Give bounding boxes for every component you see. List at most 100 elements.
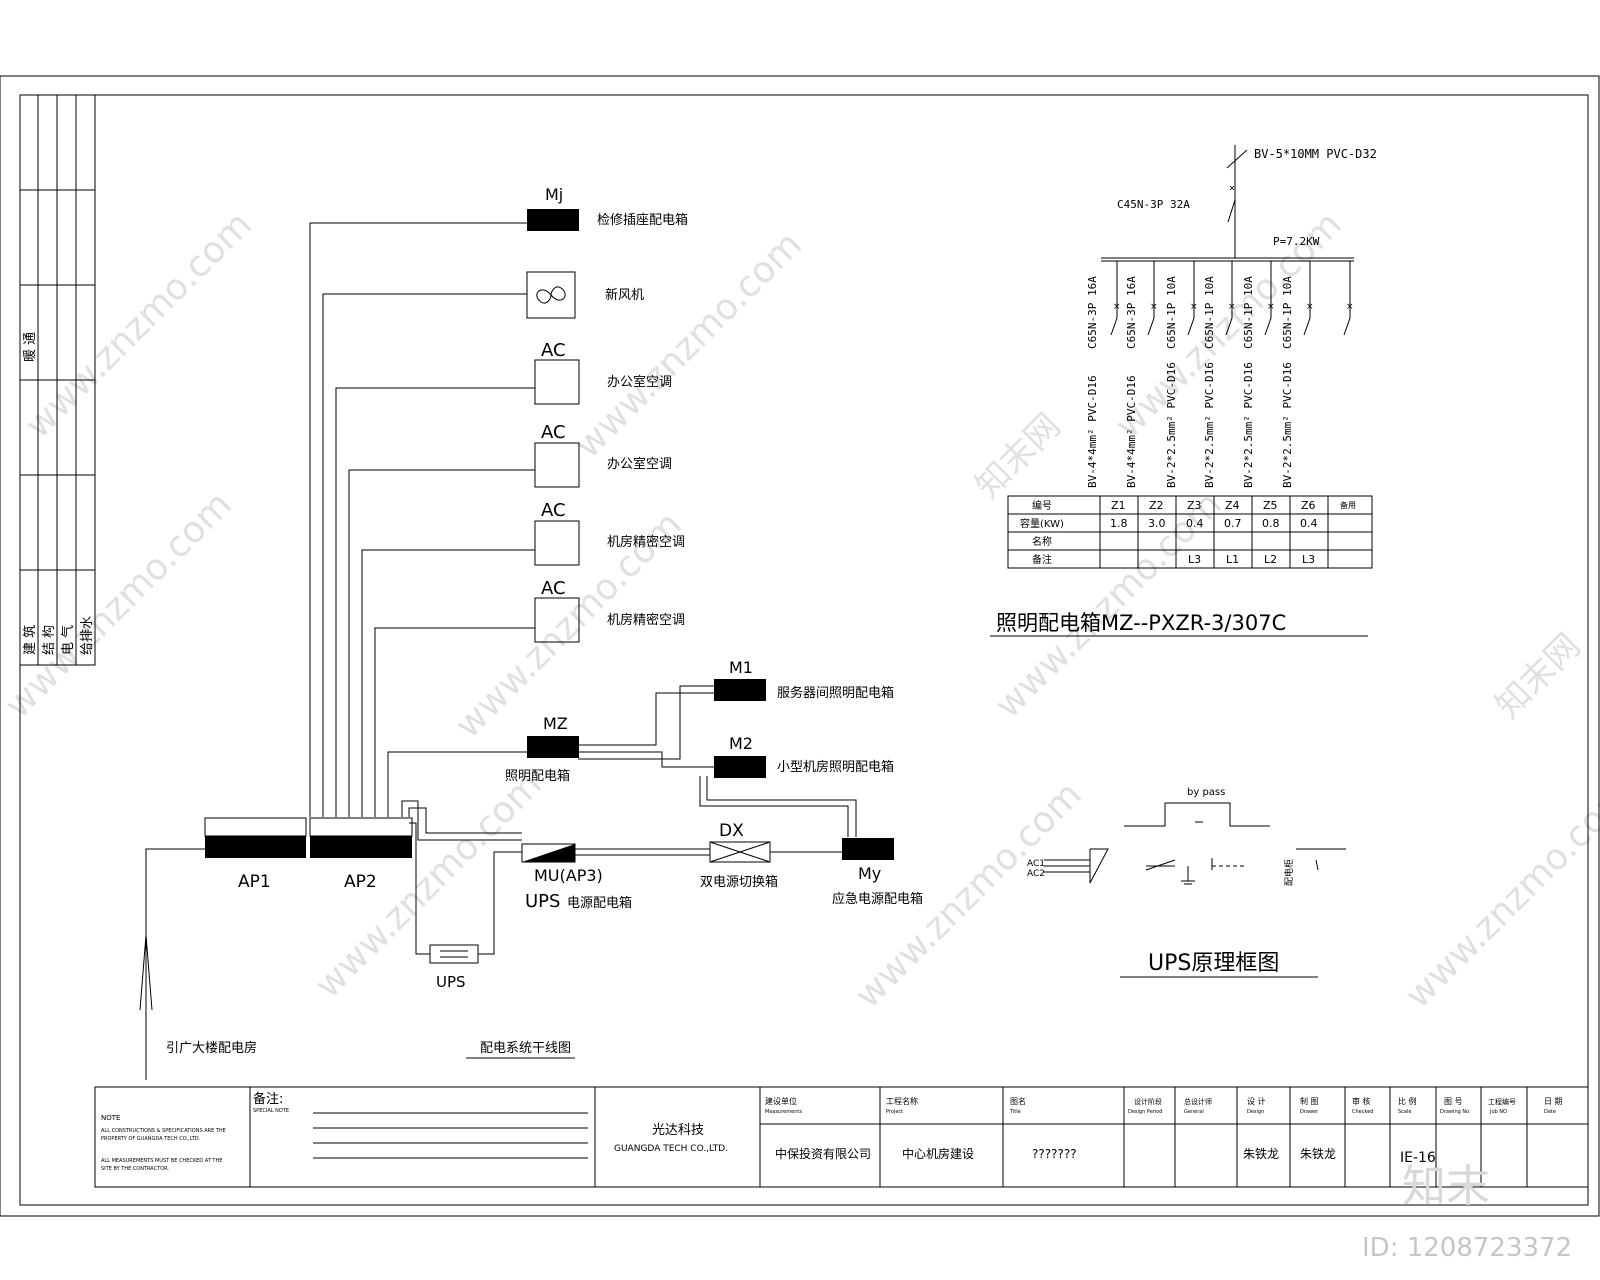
circuit-cable: BV-2*2.5mm² PVC-D16 bbox=[1281, 362, 1294, 488]
header-cn: 日 期 bbox=[1544, 1097, 1563, 1106]
power-label: P=7.2KW bbox=[1273, 235, 1320, 248]
cell-number: Z2 bbox=[1149, 499, 1164, 512]
feeder-label: BV-5*10MM PVC-D32 bbox=[1254, 147, 1377, 161]
mu-code: MU(AP3) bbox=[534, 866, 603, 885]
svg-text:×: × bbox=[1228, 302, 1236, 312]
cell-number: Z3 bbox=[1187, 499, 1202, 512]
ac3-label: 机房精密空调 bbox=[607, 534, 685, 550]
header-en: Drawing No bbox=[1440, 1109, 1469, 1115]
brand-logo: 知末 bbox=[1402, 1161, 1490, 1212]
watermark-text: www.znzmo.com bbox=[0, 484, 240, 726]
watermark-text: www.znzmo.com bbox=[567, 224, 809, 466]
side-label-arch: 建 筑 bbox=[22, 625, 38, 655]
dx-code: DX bbox=[719, 821, 744, 841]
header-cn: 审 核 bbox=[1352, 1096, 1371, 1106]
dx-box bbox=[709, 841, 771, 863]
m2-box bbox=[714, 756, 766, 778]
cell-number: Z4 bbox=[1225, 499, 1240, 512]
header-en: Design bbox=[1247, 1109, 1264, 1115]
circuit-table: 编号 容量(KW) 名称 备注 Z1 Z2 Z3 Z4 Z5 Z6 备用 1.8… bbox=[1007, 495, 1373, 569]
header-en: Date bbox=[1544, 1109, 1556, 1115]
watermark-text: www.znzmo.com bbox=[1397, 774, 1600, 1016]
circuit-cable: BV-4*4mm² PVC-D16 bbox=[1125, 375, 1138, 488]
header-en: Job NO bbox=[1489, 1109, 1507, 1115]
header-en: Project bbox=[886, 1109, 903, 1115]
header-cn: 设计阶段 bbox=[1134, 1097, 1162, 1106]
company-en: GUANGDA TECH CO.,LTD. bbox=[614, 1144, 728, 1154]
my-label: 应急电源配电箱 bbox=[832, 891, 923, 907]
cell-note: L3 bbox=[1302, 553, 1315, 566]
mz-label: 照明配电箱 bbox=[505, 768, 570, 784]
image-id: ID: 1208723372 bbox=[1362, 1233, 1572, 1263]
watermark-brand: 知末网 bbox=[1488, 626, 1588, 726]
ac1-code: AC bbox=[541, 340, 566, 361]
header-en: General bbox=[1184, 1109, 1204, 1115]
circuit-cable: BV-4*4mm² PVC-D16 bbox=[1086, 375, 1099, 488]
mu-label-prefix: UPS bbox=[525, 891, 560, 912]
header-cn: 制 图 bbox=[1300, 1096, 1319, 1106]
m1-code: M1 bbox=[729, 658, 753, 677]
mu-box-fill bbox=[522, 844, 575, 862]
incoming-label: 引广大楼配电房 bbox=[166, 1040, 257, 1056]
svg-text:×: × bbox=[1229, 183, 1235, 194]
ac1-box bbox=[534, 359, 580, 405]
circuit-drops: × × × × × × × bbox=[1110, 261, 1354, 336]
side-label-hvac: 暖 通 bbox=[23, 332, 38, 362]
header-cn: 工程名称 bbox=[886, 1096, 918, 1106]
circuit-breaker: C65N-3P 16A bbox=[1086, 276, 1099, 349]
cell-capacity: 0.8 bbox=[1262, 517, 1280, 530]
ap2-box bbox=[310, 836, 412, 858]
m1-label: 服务器间照明配电箱 bbox=[777, 685, 894, 701]
m2-code: M2 bbox=[729, 734, 753, 753]
header-cn: 图名 bbox=[1010, 1096, 1026, 1106]
cell-note: L2 bbox=[1264, 553, 1277, 566]
cell-capacity: 0.4 bbox=[1186, 517, 1204, 530]
panel-schedule: BV-5*10MM PVC-D32 × C45N-3P 32A P=7.2KW … bbox=[990, 145, 1377, 637]
ups-box bbox=[429, 944, 479, 964]
ac2-code: AC bbox=[541, 422, 566, 443]
mu-label: 电源配电箱 bbox=[567, 895, 632, 911]
side-label-struct: 结 构 bbox=[42, 625, 57, 655]
main-breaker-label: C45N-3P 32A bbox=[1117, 198, 1190, 211]
circuit-cable: BV-2*2.5mm² PVC-D16 bbox=[1242, 362, 1255, 488]
project-name: 中心机房建设 bbox=[902, 1146, 974, 1161]
ac3-code: AC bbox=[541, 500, 566, 521]
ap1-box-top bbox=[204, 817, 307, 837]
ac3-box bbox=[534, 520, 580, 566]
circuit-breaker: C65N-3P 16A bbox=[1125, 276, 1138, 349]
remarks-label: 备注: bbox=[253, 1091, 283, 1107]
ac4-label: 机房精密空调 bbox=[607, 612, 685, 628]
company-cn: 光达科技 bbox=[652, 1123, 704, 1138]
client-name: 中保投资有限公司 bbox=[775, 1146, 871, 1161]
designer-name: 朱铁龙 bbox=[1243, 1147, 1279, 1161]
note-line: ALL CONSTRUCTIONS & SPECIFICATIONS ARE T… bbox=[101, 1128, 226, 1134]
circuit-breaker: C65N-1P 10A bbox=[1203, 276, 1216, 349]
cell-number: Z5 bbox=[1263, 499, 1278, 512]
drawing-title: ??????? bbox=[1032, 1147, 1077, 1161]
riser-diagram: Mj 检修插座配电箱 新风机 AC 办公室空调 AC 办公室空调 AC 机房精密… bbox=[139, 185, 923, 1080]
row-label: 编号 bbox=[1032, 499, 1052, 512]
ups-block-diagram: by pass AC1 AC2 配电柜 UPS原理框图 bbox=[1027, 787, 1346, 978]
ap2-box-top bbox=[309, 817, 413, 837]
svg-text:×: × bbox=[1346, 302, 1354, 312]
header-cn: 比 例 bbox=[1398, 1096, 1417, 1106]
watermark-brand: 知末网 bbox=[968, 406, 1068, 506]
m2-label: 小型机房照明配电箱 bbox=[777, 759, 894, 775]
svg-text:×: × bbox=[1190, 302, 1198, 312]
bypass-label: by pass bbox=[1187, 787, 1225, 798]
my-box bbox=[842, 838, 894, 860]
circuit-breaker: C65N-1P 10A bbox=[1242, 276, 1255, 349]
side-label-elec: 电 气 bbox=[60, 625, 76, 655]
feeder-lines bbox=[139, 222, 857, 1080]
header-cn: 工程编号 bbox=[1488, 1097, 1516, 1106]
mz-box bbox=[527, 736, 579, 758]
cell-note: L1 bbox=[1226, 553, 1239, 566]
ac1-input-label: AC1 bbox=[1027, 859, 1045, 869]
cell-note: L3 bbox=[1188, 553, 1201, 566]
remarks-sub: SPECIAL NOTE bbox=[253, 1108, 289, 1114]
mj-code: Mj bbox=[545, 185, 563, 204]
fan-icon bbox=[536, 286, 566, 304]
cell-number: Z6 bbox=[1301, 499, 1316, 512]
note-line: PROPERTY OF GUANGDA TECH CO.,LTD. bbox=[101, 1136, 201, 1142]
